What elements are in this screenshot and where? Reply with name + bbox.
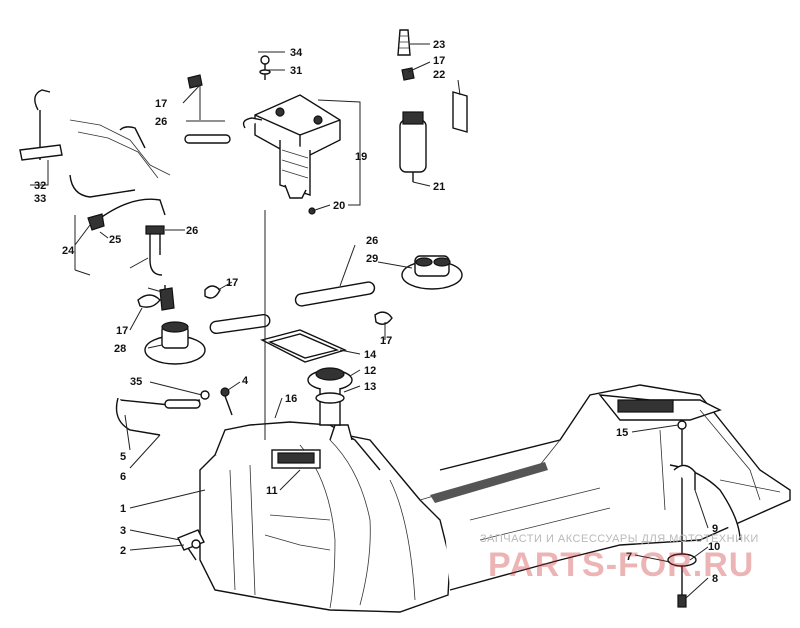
callout-23: 24 bbox=[62, 245, 75, 257]
callout-26-top: 26 bbox=[155, 116, 167, 128]
callout-9: 9 bbox=[712, 523, 718, 535]
callout-5: 5 bbox=[120, 451, 126, 463]
callout-16: 16 bbox=[285, 393, 297, 405]
filler-cap-assembly bbox=[260, 329, 353, 426]
callout-1: 1 bbox=[120, 503, 126, 515]
callout-3: 3 bbox=[120, 525, 126, 537]
callout-17-top: 17 bbox=[155, 98, 167, 110]
callout-14: 14 bbox=[364, 349, 377, 361]
callout-30: 32 bbox=[34, 180, 46, 192]
callout-12: 12 bbox=[364, 365, 376, 377]
callout-19: 21 bbox=[433, 181, 445, 193]
callout-26-right: 26 bbox=[366, 235, 378, 247]
vent-line-group bbox=[115, 387, 233, 436]
callout-31: 33 bbox=[34, 193, 46, 205]
callout-17-left: 17 bbox=[116, 325, 128, 337]
fuel-tank bbox=[199, 421, 451, 613]
fuel-hoses bbox=[159, 281, 376, 335]
chassis-tunnel bbox=[419, 384, 791, 591]
callout-33: 35 bbox=[130, 376, 142, 388]
callout-8: 8 bbox=[712, 573, 718, 585]
callout-25: 26 bbox=[186, 225, 198, 237]
callout-17-pump: 17 bbox=[433, 55, 445, 67]
callout-17-mid: 17 bbox=[226, 277, 238, 289]
callout-21: 22 bbox=[433, 69, 445, 81]
drain-plug bbox=[177, 529, 205, 561]
callout-13: 13 bbox=[364, 381, 376, 393]
callout-29: 31 bbox=[290, 65, 302, 77]
callout-17-right: 17 bbox=[380, 335, 392, 347]
callout-labels: 34 31 23 17 22 21 19 20 17 26 32 33 24 2… bbox=[34, 39, 720, 585]
vent-hose-group bbox=[19, 74, 231, 198]
leader-lines bbox=[30, 43, 709, 599]
callout-20: 20 bbox=[333, 200, 345, 212]
callout-15: 15 bbox=[616, 427, 628, 439]
callout-6: 6 bbox=[120, 471, 126, 483]
callout-27: 28 bbox=[114, 343, 126, 355]
callout-28: 29 bbox=[366, 253, 378, 265]
watermark-tagline: ЗАПЧАСТИ И АКСЕССУАРЫ ДЛЯ МОТОТЕХНИКИ bbox=[480, 533, 759, 545]
sender-housings bbox=[144, 255, 463, 365]
callout-11: 11 bbox=[266, 485, 278, 497]
inline-fuel-pump bbox=[397, 29, 468, 182]
callout-18: 19 bbox=[355, 151, 367, 163]
fuel-pump-assembly bbox=[242, 55, 341, 215]
callout-22: 23 bbox=[433, 39, 445, 51]
callout-24: 25 bbox=[109, 234, 121, 246]
callout-2: 2 bbox=[120, 545, 126, 557]
sender-wiring bbox=[87, 198, 166, 276]
callout-7: 7 bbox=[626, 551, 632, 563]
callout-32: 34 bbox=[290, 47, 303, 59]
watermark-logo: PARTS-FOR.RU bbox=[488, 546, 755, 584]
right-fuel-line bbox=[667, 420, 697, 608]
hose-clamps bbox=[137, 285, 393, 325]
callout-4: 4 bbox=[242, 375, 249, 387]
callout-10: 10 bbox=[708, 541, 720, 553]
